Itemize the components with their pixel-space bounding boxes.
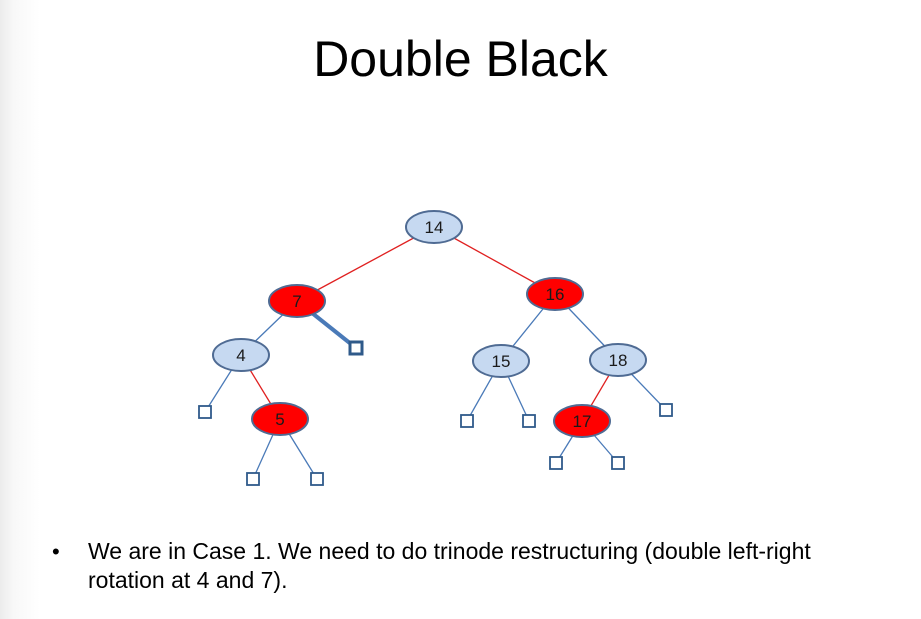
tree-nodes: 14 7 16 4 5 15 18 17	[198, 210, 673, 486]
node-label: 7	[292, 292, 301, 311]
node-label: 17	[573, 412, 592, 431]
edge-n14-n7	[296, 226, 435, 302]
node-label: 15	[492, 352, 511, 371]
null-leaf	[198, 405, 212, 419]
node-ellipse	[251, 402, 309, 436]
null-leaf	[460, 414, 474, 428]
null-leaf	[659, 403, 673, 417]
null-leaf	[611, 456, 625, 470]
node-ellipse	[589, 343, 647, 377]
double-black-leaf	[348, 340, 364, 356]
bullet-marker: •	[52, 539, 60, 564]
node-label: 18	[609, 351, 628, 370]
null-leaf	[310, 472, 324, 486]
node-ellipse	[268, 284, 326, 318]
node-ellipse	[405, 210, 463, 244]
node-label: 14	[425, 218, 444, 237]
tree-node-18: 18	[589, 343, 647, 377]
node-ellipse	[526, 277, 584, 311]
tree-node-15: 15	[472, 344, 530, 378]
tree-node-16: 16	[526, 277, 584, 311]
tree-node-14: 14	[405, 210, 463, 244]
bullet-text: We are in Case 1. We need to do trinode …	[88, 538, 811, 593]
tree-node-5: 5	[251, 402, 309, 436]
node-label: 16	[546, 285, 565, 304]
tree-node-7: 7	[268, 284, 326, 318]
null-leaf	[246, 472, 260, 486]
null-leaf	[549, 456, 563, 470]
tree-node-4: 4	[212, 338, 270, 372]
node-ellipse	[553, 404, 611, 438]
node-label: 4	[236, 346, 245, 365]
node-label: 5	[275, 410, 284, 429]
null-leaf	[522, 414, 536, 428]
slide-title: Double Black	[313, 31, 608, 87]
node-ellipse	[212, 338, 270, 372]
node-ellipse	[472, 344, 530, 378]
tree-node-17: 17	[553, 404, 611, 438]
